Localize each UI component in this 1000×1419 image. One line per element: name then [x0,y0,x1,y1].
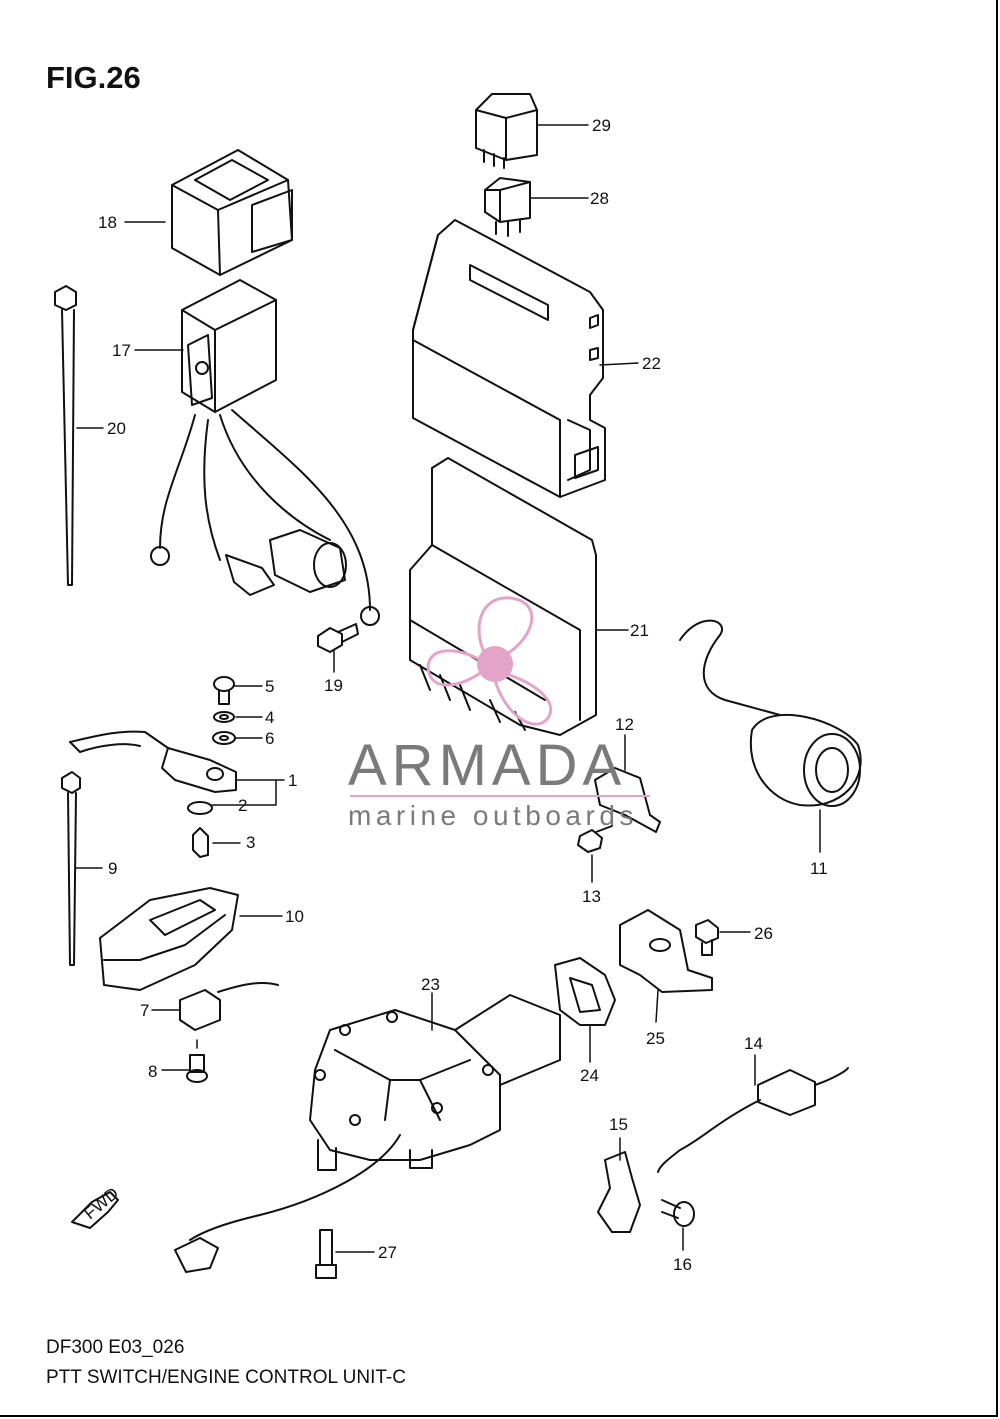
callout-28: 28 [590,189,609,208]
part-16-screw[interactable] [661,1199,695,1227]
part-23-trim-motor[interactable] [174,994,561,1273]
callout-22: 22 [642,354,661,373]
callout-11: 11 [810,859,828,878]
callout-5: 5 [265,677,274,696]
callout-8: 8 [148,1062,157,1081]
part-25-bracket[interactable] [619,909,713,993]
callout-21: 21 [630,621,649,640]
callout-3: 3 [246,833,255,852]
figure-title: FIG.26 [46,60,141,95]
part-24-rubber-mount[interactable] [554,957,616,1026]
callout-12: 12 [615,715,634,734]
callout-18: 18 [98,213,117,232]
part-2-o-ring[interactable] [187,801,213,815]
watermark-divider [350,795,650,797]
part-6-nut[interactable] [212,731,236,745]
part-11-ignition-switch[interactable] [679,619,862,807]
fwd-arrow-icon: FWD [71,1184,122,1229]
callout-7: 7 [140,1001,149,1020]
callout-29: 29 [592,116,611,135]
callout-4: 4 [265,708,274,727]
part-7-ptt-switch[interactable] [179,982,279,1031]
callout-14: 14 [744,1034,763,1053]
part-5-screw[interactable] [213,676,235,705]
part-20-cable-tie[interactable] [54,285,77,586]
callout-13: 13 [582,887,601,906]
callout-25: 25 [646,1029,665,1048]
callout-9: 9 [108,859,117,878]
model-code: DF300 E03_026 [46,1337,185,1358]
part-15-clamp[interactable] [597,1151,641,1233]
part-29-relay-cover[interactable] [475,93,538,169]
leader-lines [75,124,821,1253]
watermark-brand: ARMADA [348,733,627,798]
part-9-cable-tie[interactable] [61,771,81,966]
part-4-washer[interactable] [213,711,235,723]
part-27-bolt[interactable] [315,1229,337,1279]
watermark-logo-icon [426,596,552,726]
callout-10: 10 [285,907,304,926]
callout-20: 20 [107,419,126,438]
callout-27: 27 [378,1243,397,1262]
part-18-connector-cover[interactable] [171,149,293,276]
callout-2: 2 [238,796,247,815]
part-8-screw[interactable] [186,1054,208,1083]
callout-17: 17 [112,341,131,360]
part-10-switch-cover[interactable] [99,887,239,991]
callout-23: 23 [421,975,440,994]
part-13-bolt[interactable] [577,825,613,853]
callout-labels: 29 28 18 17 20 22 21 19 5 4 6 1 2 3 9 10… [98,116,828,1274]
part-26-bolt[interactable] [695,919,719,956]
part-1-trim-sensor[interactable] [69,730,237,793]
part-22-ecu-bracket[interactable] [412,219,606,498]
callout-15: 15 [609,1115,628,1134]
section-name: PTT SWITCH/ENGINE CONTROL UNIT-C [46,1367,406,1388]
part-28-relay[interactable] [484,177,531,237]
watermark-tagline: marine outboards [348,800,638,831]
part-17-sensor-harness[interactable] [150,279,380,626]
callout-19: 19 [324,676,343,695]
callout-16: 16 [673,1255,692,1274]
callout-1: 1 [288,771,297,790]
callout-26: 26 [754,924,773,943]
callout-6: 6 [265,729,274,748]
part-12-clamp[interactable] [594,767,661,833]
part-14-switch-harness[interactable] [657,1067,849,1173]
callout-24: 24 [580,1066,599,1085]
part-3-clip[interactable] [192,827,209,858]
part-19-bolt[interactable] [317,623,359,653]
